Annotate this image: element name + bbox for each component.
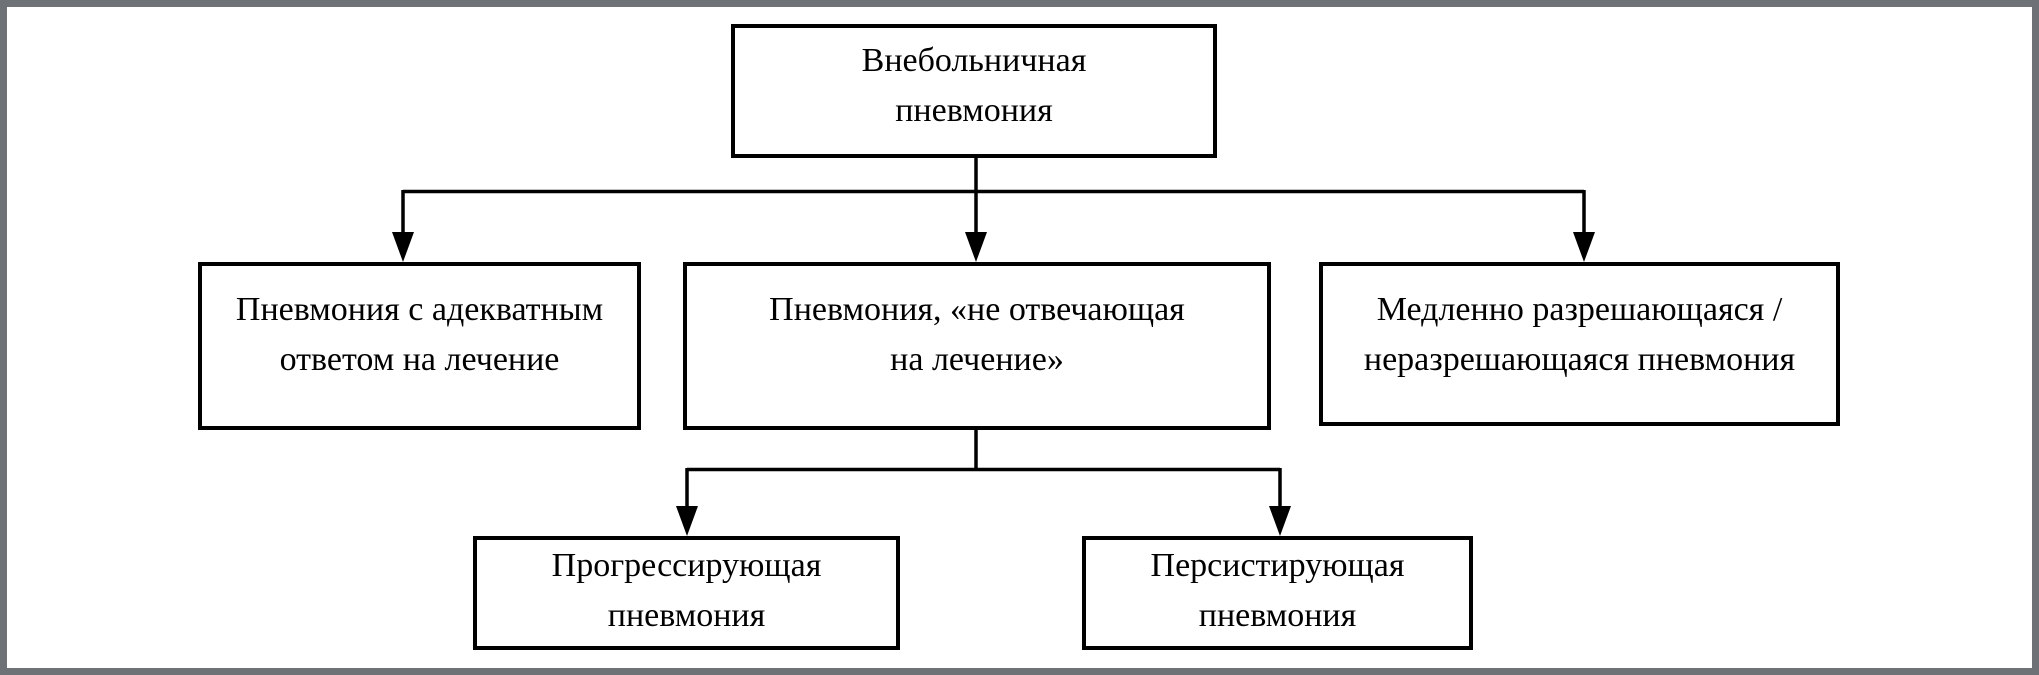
node-adequate-response: Пневмония с адекватным ответом на лечени… [198, 262, 641, 430]
node-label: Медленно разрешающаяся / неразрешающаяся… [1363, 291, 1796, 378]
node-progressive-pneumonia: Прогрессирующая пневмония [473, 536, 900, 650]
arrowhead-persistent [1269, 506, 1291, 536]
node-persistent-pneumonia: Персистирующая пневмония [1082, 536, 1473, 650]
node-label: Персистирующая пневмония [1150, 547, 1405, 634]
arrowhead-adequate [392, 232, 414, 262]
node-slowly-resolving: Медленно разрешающаяся / неразрешающаяся… [1319, 262, 1840, 426]
node-label: Внебольничная пневмония [861, 42, 1087, 129]
node-label: Прогрессирующая пневмония [551, 547, 822, 634]
arrowhead-slowly [1573, 232, 1595, 262]
arrowhead-nonresponding [965, 232, 987, 262]
node-label: Пневмония, «не отвечающая на лечение» [769, 291, 1185, 378]
node-community-acquired-pneumonia: Внебольничная пневмония [731, 24, 1217, 158]
node-label: Пневмония с адекватным ответом на лечени… [235, 291, 604, 378]
arrowhead-progressive [676, 506, 698, 536]
node-non-responding: Пневмония, «не отвечающая на лечение» [683, 262, 1271, 430]
